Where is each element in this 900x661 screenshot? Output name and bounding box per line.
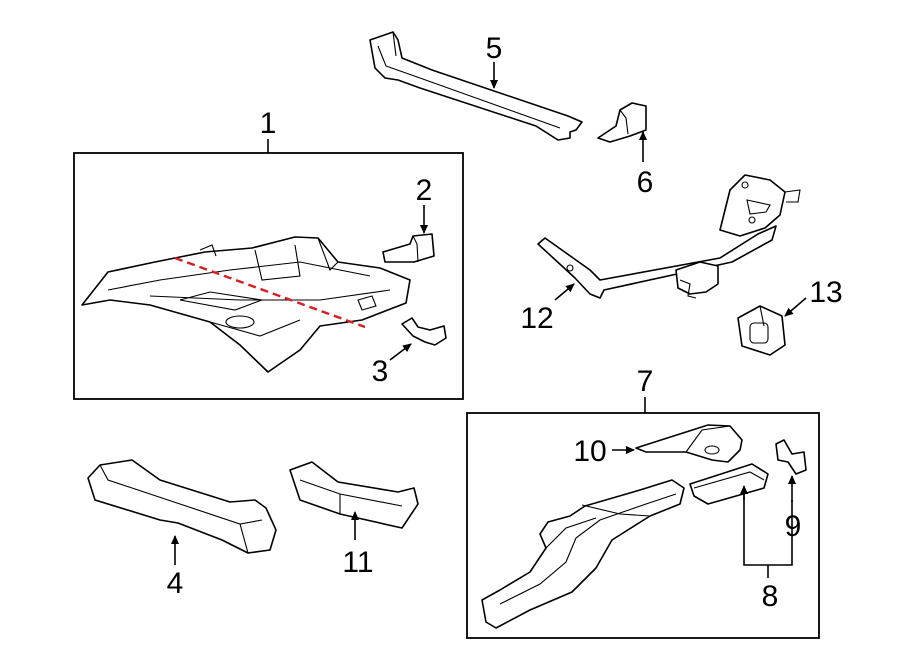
receiver-cover-part-13: [737, 305, 786, 356]
group-7-frame: [466, 412, 820, 639]
cut-line: [174, 256, 366, 329]
group-7-rear-rail-assembly: 7 10 8 9: [466, 365, 820, 639]
trailer-hitch-part-12: [537, 174, 801, 299]
callout-3: 3: [372, 355, 389, 388]
rear-rail-part: [481, 479, 685, 629]
group-1-floor-pan-assembly: 1 2 3: [73, 107, 464, 400]
floor-pan-part: [81, 236, 411, 373]
callout-6: 6: [637, 166, 654, 199]
callout-9: 9: [785, 510, 802, 543]
callout-7: 7: [637, 365, 654, 398]
group-1-frame: [73, 152, 464, 400]
callout-8: 8: [762, 580, 779, 613]
bracket-part-9: [775, 439, 807, 475]
rail-part-5: [369, 31, 583, 141]
bracket-part-6: [597, 102, 647, 143]
callout-12-leader: [554, 283, 575, 301]
crossmember-part-4: [87, 459, 277, 554]
callout-13: 13: [809, 276, 842, 309]
callout-13-leader: [784, 297, 807, 317]
callout-12: 12: [520, 302, 553, 335]
callout-10: 10: [573, 435, 606, 468]
extension-part-8: [689, 463, 769, 505]
crossmember-part-11: [289, 461, 419, 529]
callout-3-leader: [389, 343, 412, 361]
callout-4: 4: [167, 567, 184, 600]
bracket-part-3: [401, 317, 447, 346]
callout-1: 1: [260, 107, 277, 140]
callout-5: 5: [486, 32, 503, 65]
reinforcement-part-10: [635, 424, 743, 463]
callout-2: 2: [416, 174, 433, 207]
bracket-part-2: [382, 233, 435, 263]
callout-11: 11: [342, 546, 373, 579]
